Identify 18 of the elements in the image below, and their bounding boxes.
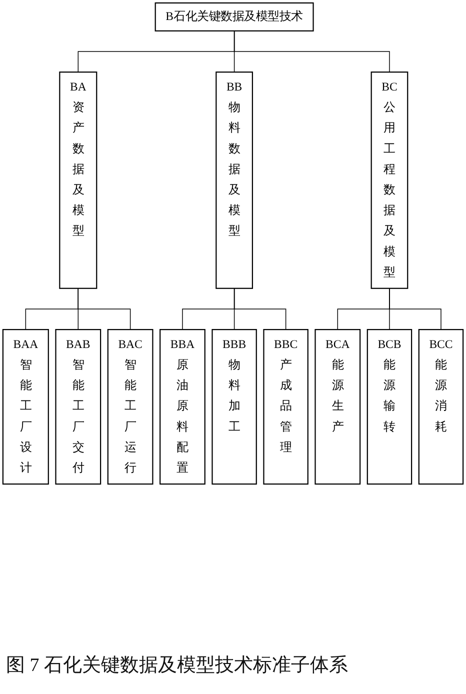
category-box: BBA原油原料配置 xyxy=(160,329,206,485)
connector-line xyxy=(234,288,286,330)
category-box: BCA能源生产 xyxy=(314,329,361,485)
category-box: BCB能源输转 xyxy=(366,329,412,485)
connector-line xyxy=(78,288,131,330)
category-box: BA资产数据及模型 xyxy=(59,72,98,289)
figure-caption: 图 7 石化关键数据及模型技术标准子体系 xyxy=(6,654,348,678)
category-box: BCC能源消耗 xyxy=(418,329,464,485)
category-box: BAC智能工厂运行 xyxy=(107,329,154,485)
category-box: BC公用工程数据及模型 xyxy=(370,72,408,289)
connector-line xyxy=(389,288,442,330)
category-box: BBC产成品管理 xyxy=(263,329,308,485)
category-box: BAB智能工厂交付 xyxy=(55,329,102,485)
connector-line xyxy=(234,30,390,72)
category-box: BAA智能工厂设计 xyxy=(2,329,49,485)
category-box: BB物料数据及模型 xyxy=(216,72,253,289)
category-box: BBB物料加工 xyxy=(212,329,257,485)
category-box: B石化关键数据及模型技术 xyxy=(154,2,314,32)
